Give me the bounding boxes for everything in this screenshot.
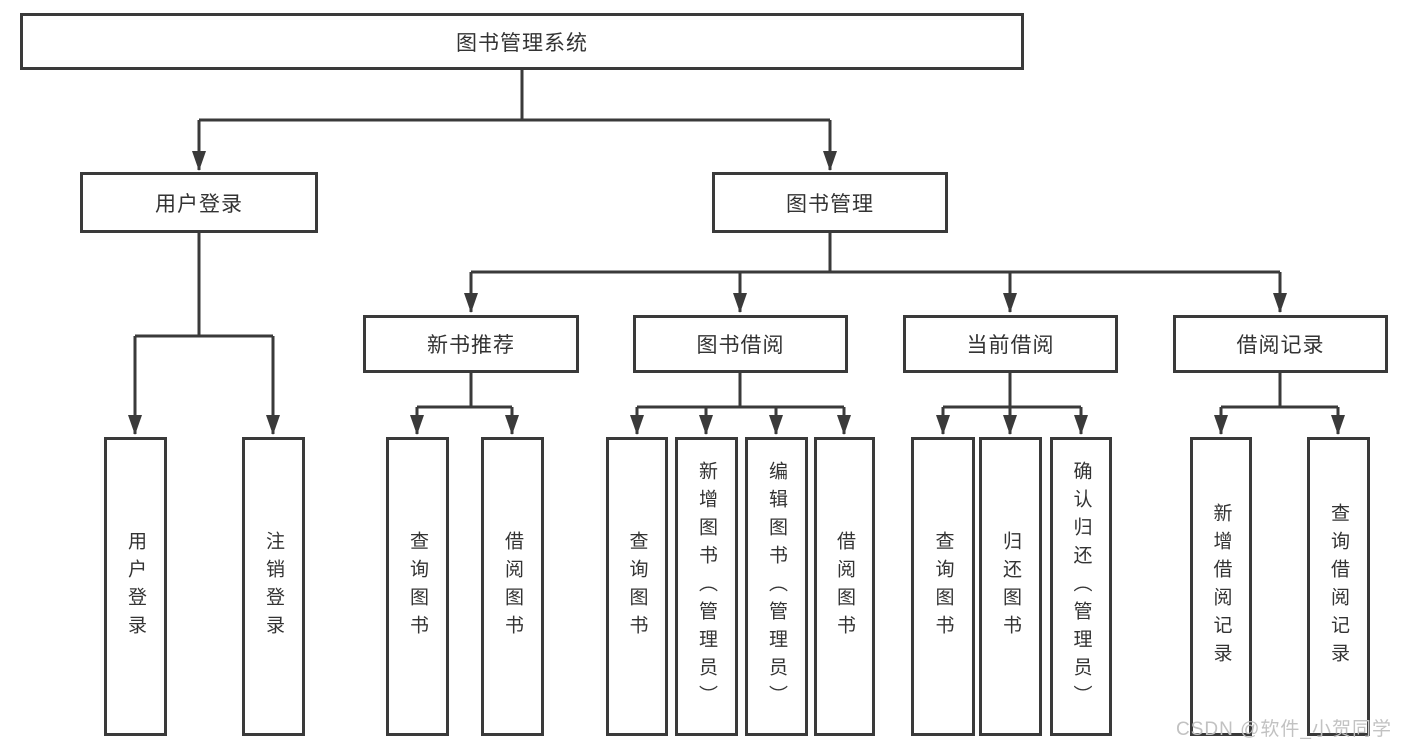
leaf-br-query-record-label: 查询借阅记录 [1328,502,1349,671]
node-current-borrow: 当前借阅 [903,315,1118,373]
leaf-nb-query-books: 查询图书 [386,437,449,736]
leaf-cb-return-books-label: 归还图书 [1000,530,1021,643]
leaf-cb-query-books: 查询图书 [911,437,975,736]
connector-new-book-split [410,373,519,435]
connector-book-management-split [464,233,1287,313]
leaf-br-add-record-label: 新增借阅记录 [1210,502,1232,671]
node-book-management: 图书管理 [712,172,948,233]
node-library-system-label: 图书管理系统 [456,31,588,55]
leaf-br-query-record: 查询借阅记录 [1307,437,1370,736]
node-book-borrow: 图书借阅 [633,315,848,373]
connector-current-borrow-split [936,373,1088,435]
leaf-bb-add-books-admin: 新增图书（管理员） [675,437,738,736]
connector-borrow-records-split [1214,373,1345,435]
leaf-cb-confirm-return-admin: 确认归还（管理员） [1050,437,1112,736]
leaf-nb-borrow-books: 借阅图书 [481,437,544,736]
leaf-br-add-record: 新增借阅记录 [1190,437,1252,736]
leaf-bb-query-books: 查询图书 [606,437,668,736]
connector-book-borrow-split [630,373,851,435]
connector-root-split [192,70,837,171]
node-book-management-label: 图书管理 [786,192,874,216]
leaf-user-login: 用户登录 [104,437,167,736]
node-user-login: 用户登录 [80,172,318,233]
leaf-nb-query-books-label: 查询图书 [407,530,428,643]
node-user-login-label: 用户登录 [155,192,243,216]
leaf-logout: 注销登录 [242,437,305,736]
node-borrow-records-label: 借阅记录 [1236,334,1325,357]
node-book-borrow-label: 图书借阅 [696,334,785,357]
node-new-book-recommend: 新书推荐 [363,315,579,373]
node-library-system: 图书管理系统 [20,13,1024,70]
leaf-bb-add-books-admin-label: 新增图书（管理员） [696,460,717,713]
leaf-bb-edit-books-admin: 编辑图书（管理员） [745,437,808,736]
leaf-bb-edit-books-admin-label: 编辑图书（管理员） [766,460,787,713]
csdn-watermark: CSDN @软件_小贺同学 [1176,719,1392,740]
leaf-cb-query-books-label: 查询图书 [932,530,954,643]
leaf-nb-borrow-books-label: 借阅图书 [502,530,523,643]
leaf-cb-return-books: 归还图书 [979,437,1042,736]
leaf-cb-confirm-return-admin-label: 确认归还（管理员） [1070,460,1092,713]
leaf-user-login-label: 用户登录 [125,530,146,643]
connector-user-login-split [128,233,280,435]
leaf-logout-label: 注销登录 [263,530,284,643]
node-current-borrow-label: 当前借阅 [966,334,1055,357]
node-borrow-records: 借阅记录 [1173,315,1388,373]
leaf-bb-borrow-books-label: 借阅图书 [834,530,855,643]
leaf-bb-borrow-books: 借阅图书 [814,437,875,736]
leaf-bb-query-books-label: 查询图书 [626,530,648,643]
node-new-book-recommend-label: 新书推荐 [427,334,515,357]
